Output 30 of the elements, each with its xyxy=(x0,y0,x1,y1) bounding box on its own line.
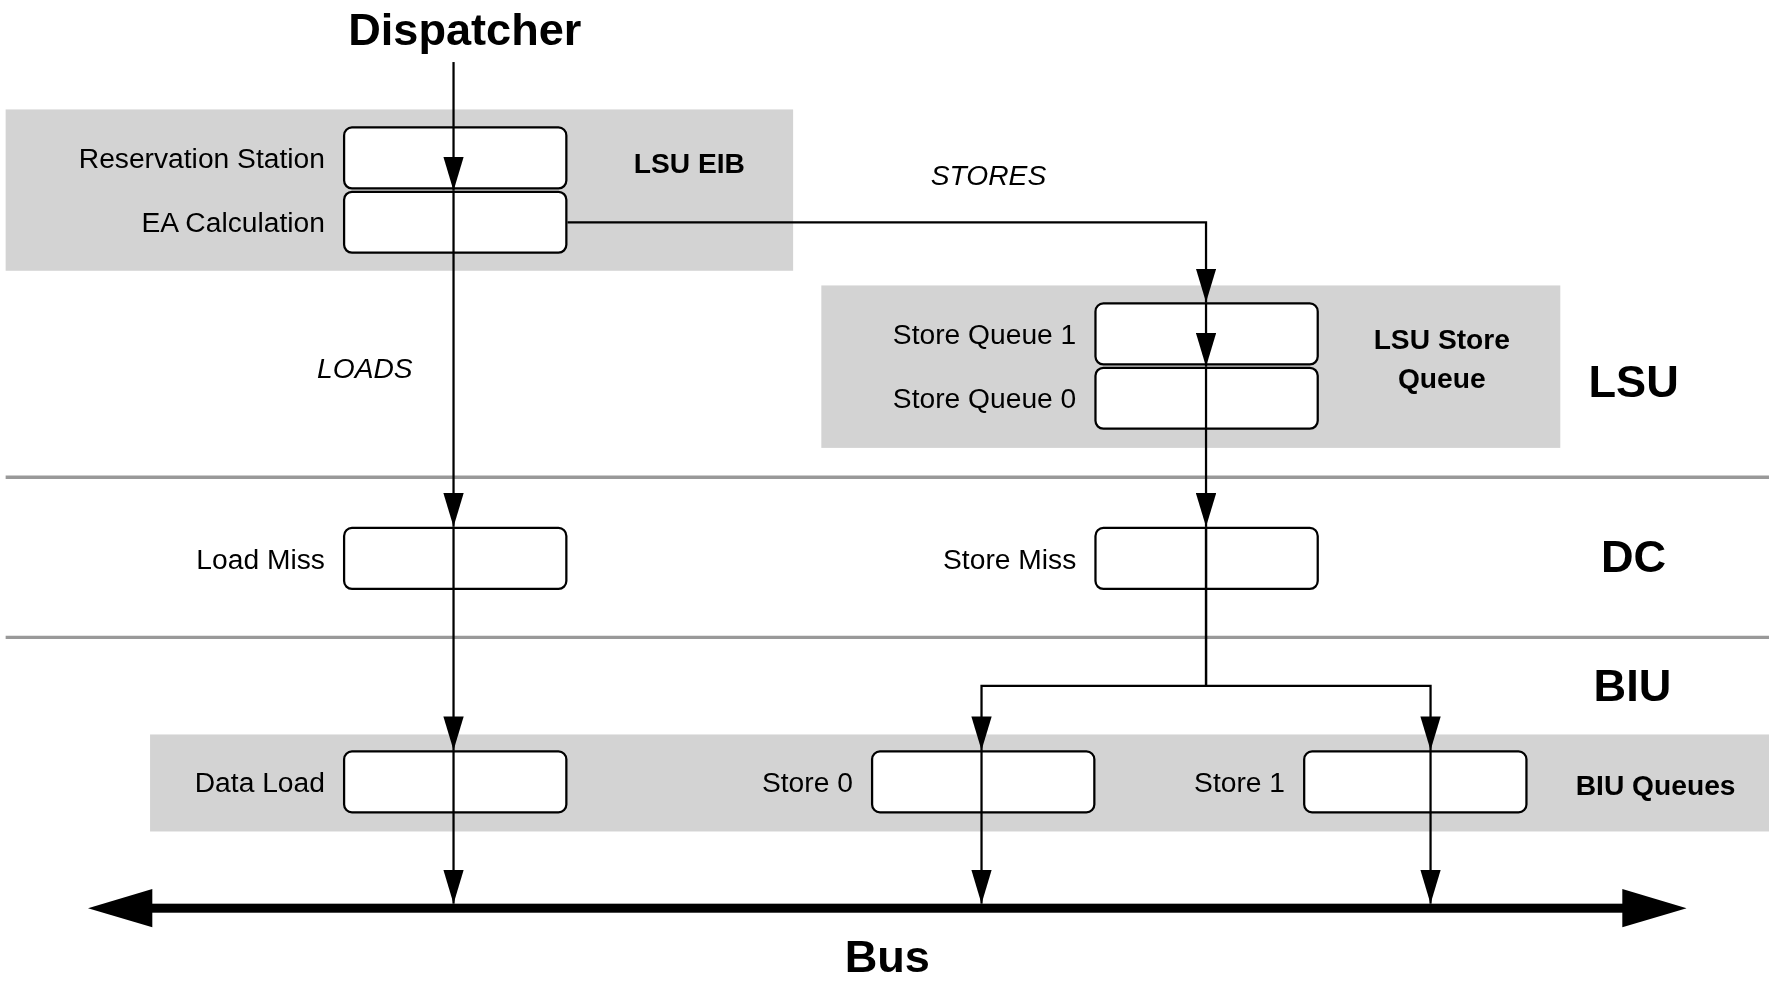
group-panel xyxy=(5,109,794,271)
group-title: LSU Store Queue xyxy=(1372,321,1511,396)
source-label: Dispatcher xyxy=(338,0,592,59)
box-label: Load Miss xyxy=(195,541,325,577)
arrow xyxy=(567,221,1217,303)
box-label: Store 1 xyxy=(1193,765,1285,800)
arrow xyxy=(1420,750,1441,904)
arrow xyxy=(1195,302,1217,367)
box-label: Reservation Station xyxy=(77,141,325,176)
arrow xyxy=(971,750,992,904)
arrow xyxy=(443,126,464,191)
box-label: Store Miss xyxy=(942,541,1077,577)
arrow xyxy=(1204,526,1441,751)
section-label: BIU xyxy=(1592,659,1673,712)
arrow xyxy=(443,190,464,527)
section-label: DC xyxy=(1600,530,1668,583)
arrow xyxy=(443,526,464,751)
group-title: BIU Queues xyxy=(1574,768,1737,803)
box-label: Data Load xyxy=(193,765,325,800)
section-label: LSU xyxy=(1587,355,1680,409)
box-label: EA Calculation xyxy=(140,205,325,241)
box-label: Store Queue 1 xyxy=(891,317,1077,352)
group-panel xyxy=(821,285,1561,448)
bus-label: Bus xyxy=(843,930,931,981)
box-label: Store 0 xyxy=(760,765,853,800)
group-panel xyxy=(150,734,1769,832)
box-label: Store Queue 0 xyxy=(891,381,1077,417)
arrow xyxy=(443,750,464,904)
group-title: LSU EIB xyxy=(632,145,746,181)
arrow xyxy=(1195,366,1217,527)
